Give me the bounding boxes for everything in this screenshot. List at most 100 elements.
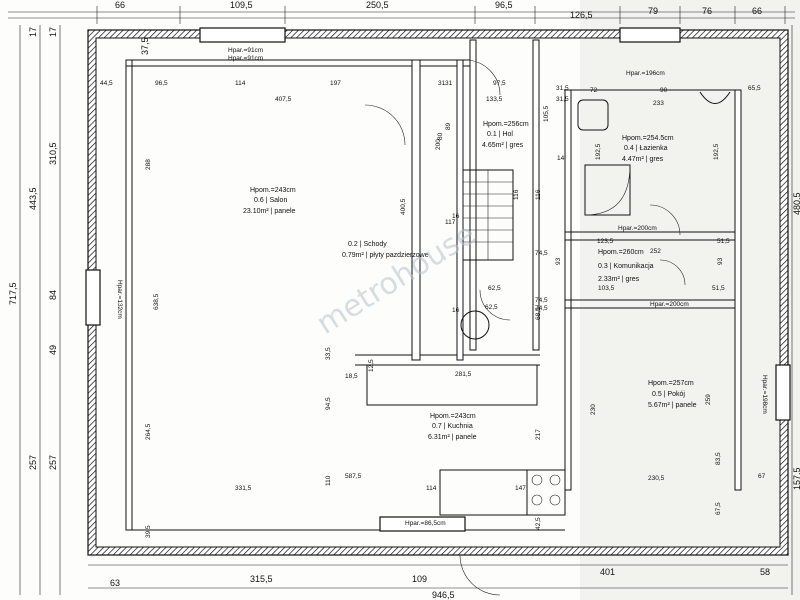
- inner-dim-label: 230,5: [648, 475, 665, 482]
- dim-left-0: 17: [28, 27, 38, 37]
- inner-dim-label: 281,5: [455, 371, 472, 378]
- inner-dim-label: 114: [235, 80, 246, 87]
- svg-text:0.3 | Komunikacja: 0.3 | Komunikacja: [598, 263, 654, 270]
- dim-top-4: 126,5: [570, 10, 593, 20]
- inner-dim-label: 400,5: [400, 198, 407, 215]
- dim-bottom-5: 58: [760, 567, 770, 577]
- dim-bottom-2: 109: [412, 574, 427, 584]
- inner-dim-label: 192,5: [713, 143, 720, 160]
- inner-dim-label: 200: [435, 139, 442, 150]
- inner-dim-label: 90: [660, 87, 668, 94]
- inner-dim-label: 74,5: [535, 250, 548, 257]
- door-label-0: Hpar.=200cm: [618, 225, 657, 232]
- inner-dim-label: 197: [330, 80, 341, 87]
- inner-dim-label: 89: [445, 122, 452, 130]
- inner-dim-label: 51,5: [717, 238, 730, 245]
- inner-dim-label: 94,5: [325, 397, 332, 410]
- inner-dim-label: 288: [145, 159, 152, 170]
- bottom-dimensions: 63 315,5 109 946,5 401 58: [88, 564, 788, 600]
- inner-dim-label: 33,5: [325, 347, 332, 360]
- bathroom-fixtures: [460, 91, 731, 340]
- inner-dim-label: 230: [590, 404, 597, 415]
- room-label-schody: 0.2 | Schody 0.79m² | płyty pazdzierzowe: [342, 241, 429, 259]
- inner-dim-label: 264,5: [145, 423, 152, 440]
- inner-dim-label: 31: [445, 80, 453, 87]
- inner-dim-label: 105,5: [543, 105, 550, 122]
- svg-text:2.33m² | gres: 2.33m² | gres: [598, 276, 640, 283]
- inner-dim-label: 117: [445, 219, 456, 226]
- svg-text:0.2 | Schody: 0.2 | Schody: [348, 241, 387, 248]
- inner-dim-label: 67: [758, 473, 766, 480]
- inner-dim-label: 39,5: [145, 525, 152, 538]
- inner-dim-label: 114: [426, 485, 437, 492]
- inner-dim-label: 252: [650, 248, 661, 255]
- dim-bottom-4: 401: [600, 567, 615, 577]
- inner-dim-label: 31: [438, 80, 446, 87]
- inner-dim-label: 147: [515, 485, 526, 492]
- svg-text:4.65m² | gres: 4.65m² | gres: [482, 142, 524, 149]
- inner-dim-label: 67,5: [715, 502, 722, 515]
- dim-left-7: 49: [48, 345, 58, 355]
- inner-dim-label: 116: [535, 189, 542, 200]
- dim-left-3: 443,5: [28, 187, 38, 210]
- inner-dim-label: 80: [437, 132, 444, 140]
- dim-top-0: 66: [115, 0, 125, 10]
- dim-bottom-0: 63: [110, 578, 120, 588]
- inner-dim-label: 133,5: [486, 96, 503, 103]
- door-swings: [364, 59, 686, 596]
- dim-left-8: 257: [28, 455, 38, 470]
- svg-text:Hpom.=256cm: Hpom.=256cm: [483, 121, 529, 128]
- room-label-lazienka: Hpom.=254.5cm 0.4 | Łazienka 4.47m² | gr…: [622, 135, 674, 163]
- window-label-2: Hpar.=196cm: [626, 70, 665, 77]
- inner-dim-label: 16: [452, 213, 460, 220]
- kitchen-counter: [366, 364, 566, 516]
- dim-bottom-3: 946,5: [432, 590, 455, 600]
- svg-text:Hpom.=260cm: Hpom.=260cm: [598, 249, 644, 256]
- dim-left-9: 257: [48, 455, 58, 470]
- inner-dim-label: 18,5: [345, 373, 358, 380]
- inner-dim-label: 407,5: [275, 96, 292, 103]
- inner-dim-label: 42,5: [535, 517, 542, 530]
- room-label-hol: Hpom.=256cm 0.1 | Hol 4.65m² | gres: [482, 121, 529, 149]
- dim-top-6: 76: [702, 6, 712, 16]
- svg-text:23.10m² | panele: 23.10m² | panele: [243, 208, 296, 215]
- dim-bottom-1: 315,5: [250, 574, 273, 584]
- inner-dim-label: 587,5: [345, 473, 362, 480]
- inner-dim-label: 62,5: [488, 285, 501, 292]
- room-label-komunikacja: Hpom.=260cm 0.3 | Komunikacja 2.33m² | g…: [598, 249, 654, 283]
- inner-dim-label: 96,5: [155, 80, 168, 87]
- svg-text:0.5 | Pokój: 0.5 | Pokój: [652, 391, 685, 398]
- dim-left-2: 37,5: [140, 37, 150, 55]
- svg-text:5.67m² | panele: 5.67m² | panele: [648, 402, 697, 409]
- svg-text:0.4 | Łazienka: 0.4 | Łazienka: [624, 145, 668, 152]
- inner-dim-label: 93: [555, 257, 562, 265]
- inner-dim-label: 16: [452, 307, 460, 314]
- inner-dim-label: 31,5: [556, 85, 569, 92]
- inner-dim-label: 192,5: [595, 143, 602, 160]
- inner-dim-label: 638,5: [153, 293, 160, 310]
- dim-right-1: 157,5: [792, 467, 800, 490]
- dim-left-4: 310,5: [48, 142, 58, 165]
- window-label-3: Hpar.=132cm: [116, 280, 123, 319]
- inner-dim-label: 116: [513, 189, 520, 200]
- window-label-0: Hpar.=91cm: [228, 47, 263, 54]
- svg-text:Hpom.=257cm: Hpom.=257cm: [648, 380, 694, 387]
- inner-dim-label: 51,5: [712, 285, 725, 292]
- inner-dim-label: 65,5: [748, 85, 761, 92]
- inner-dim-label: 331,5: [235, 485, 252, 492]
- room-label-pokoj: Hpom.=257cm 0.5 | Pokój 5.67m² | panele: [648, 380, 697, 409]
- watermark: metrohouse: [311, 217, 482, 342]
- dim-left-1: 17: [48, 27, 58, 37]
- svg-text:0.1 | Hol: 0.1 | Hol: [487, 131, 513, 138]
- inner-dim-label: 97,5: [493, 80, 506, 87]
- inner-dim-label: 259: [705, 394, 712, 405]
- inner-dim-label: 74,5: [535, 305, 548, 312]
- inner-dim-label: 74,5: [535, 297, 548, 304]
- inner-dim-label: 103,5: [598, 285, 615, 292]
- dim-top-5: 79: [648, 6, 658, 16]
- dim-left-5: 717,5: [8, 282, 18, 305]
- dim-top-3: 96,5: [495, 0, 513, 10]
- right-dimensions: 480,5 157,5: [791, 25, 800, 595]
- inner-dim-label: 14: [557, 155, 565, 162]
